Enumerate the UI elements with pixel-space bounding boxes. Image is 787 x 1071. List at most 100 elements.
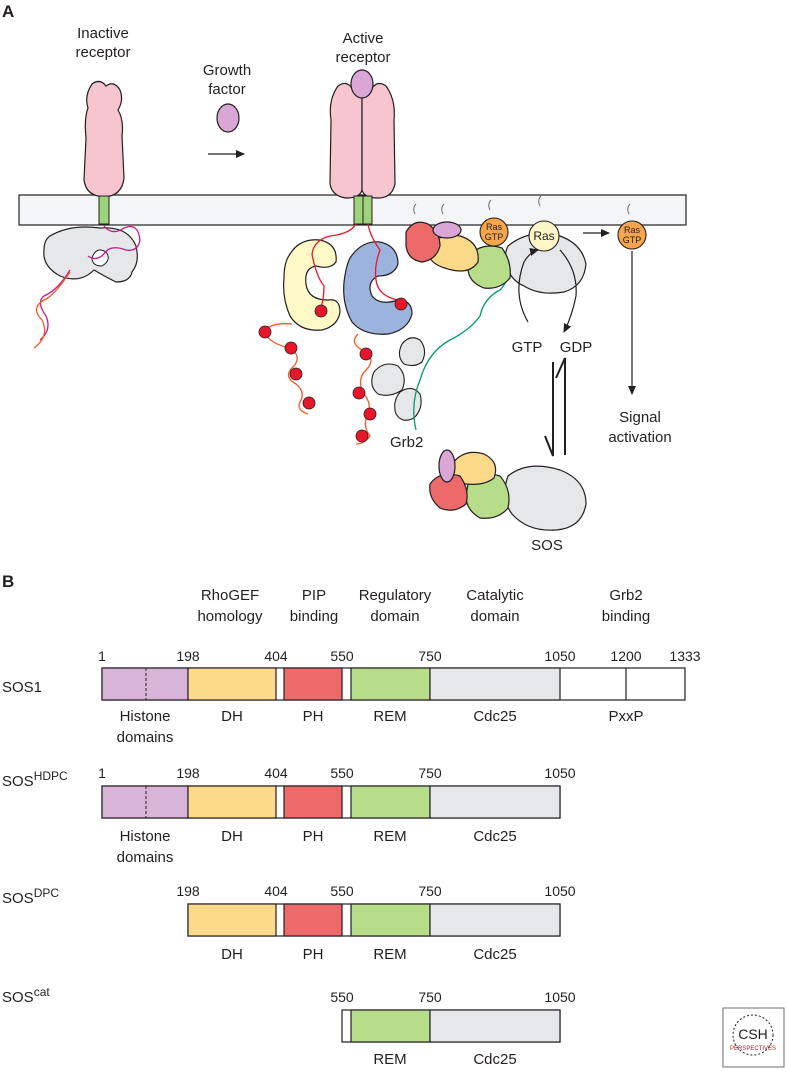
phospho-site	[302, 396, 316, 410]
sos-hdpc-rem-domain	[350, 785, 431, 819]
sos-dpc-ph-domain	[283, 903, 343, 937]
active-receptor-label-1: Active	[343, 30, 384, 47]
header-rhogef-1: RhoGEF	[201, 587, 259, 604]
sos-dpc-ph-label: PH	[303, 946, 324, 963]
sos-dpc-dh-label: DH	[221, 946, 243, 963]
inactive-receptor-transmembrane	[98, 195, 110, 225]
sos1-ph-label: PH	[303, 708, 324, 725]
sos1-ph-domain	[283, 667, 343, 701]
phospho-site	[284, 341, 298, 355]
sos-dpc-pos-198: 198	[176, 883, 200, 899]
sos-dpc-dh-domain	[187, 903, 277, 937]
sos-hdpc-pos-404: 404	[264, 765, 288, 781]
bound-growth-factor	[350, 69, 374, 99]
sos-hdpc-pos-550: 550	[330, 765, 354, 781]
csh-perspectives-logo: CSH PERSPECTIVES	[722, 1007, 785, 1068]
header-grb2-2: binding	[602, 608, 650, 625]
cytosolic-sos-cdc25	[504, 465, 587, 531]
sos-dpc-rem-label: REM	[373, 946, 406, 963]
sos1-pos-1: 1	[98, 648, 106, 664]
panel-b-label: B	[2, 572, 14, 591]
inactive-receptor-label-1: Inactive	[77, 25, 129, 42]
sos-cat-name: SOScat	[2, 985, 50, 1006]
header-grb2-1: Grb2	[609, 587, 642, 604]
signal-activation-label-2: activation	[608, 429, 671, 446]
sos-dpc-name: SOSDPC	[2, 886, 59, 907]
active-tm-right	[362, 195, 373, 225]
sos-dpc-pos-750: 750	[418, 883, 442, 899]
sos1-histone-domain	[101, 667, 189, 701]
sos1-rem-domain	[350, 667, 431, 701]
sos-hdpc-histone-label-1: Histone	[120, 828, 171, 845]
kinase-tail-right	[367, 223, 399, 301]
grb2-sh2	[371, 363, 405, 396]
growth-factor-label-2: factor	[208, 81, 246, 98]
sos-hdpc-name: SOSHDPC	[2, 769, 68, 790]
ras-gtp-allosteric	[479, 217, 509, 247]
sos-cat-pos-550: 550	[330, 989, 354, 1005]
sos-cat-rem-domain	[350, 1009, 431, 1043]
sos-hdpc-histone-label-2: domains	[117, 849, 174, 866]
panel-a-label: A	[2, 2, 14, 21]
inactive-tail	[39, 225, 141, 341]
growth-factor-ligand	[216, 103, 240, 133]
header-pip-1: PIP	[302, 587, 326, 604]
sos1-histone-label-2: domains	[117, 729, 174, 746]
active-tm-left	[353, 195, 364, 225]
phospho-site	[258, 325, 272, 339]
sos-hdpc-ph-label: PH	[303, 828, 324, 845]
sos1-pos-1333: 1333	[669, 648, 700, 664]
logo-word: PERSPECTIVES	[730, 1046, 776, 1052]
sos1-dh-domain	[187, 667, 277, 701]
active-receptor-left	[329, 82, 363, 199]
gtp-label: GTP	[512, 339, 543, 356]
active-receptor-right	[361, 82, 396, 199]
header-rhogef-2: homology	[197, 608, 263, 625]
sos1-pos-404: 404	[264, 648, 288, 664]
sos-tail-green	[413, 275, 509, 431]
phospho-site	[394, 297, 408, 311]
phospho-site	[289, 367, 303, 381]
phospho-tail-left	[263, 323, 309, 415]
grb2-label: Grb2	[390, 434, 423, 451]
lipid-anchor	[413, 195, 631, 215]
sos-hdpc-histone-domain	[101, 785, 189, 819]
ras-gtp-released-label-2: GTP	[623, 235, 642, 245]
header-regulatory-1: Regulatory	[359, 587, 432, 604]
sos1-cdc25-label: Cdc25	[473, 708, 516, 725]
sos1-name: SOS1	[2, 679, 42, 696]
grb2-sh3-bottom	[394, 387, 422, 421]
ras-catalytic-label: Ras	[533, 229, 554, 243]
ras-gtp-allosteric-label-1: Ras	[486, 222, 503, 232]
header-regulatory-2: domain	[370, 608, 419, 625]
sos1-pxxp-label: PxxP	[608, 708, 643, 725]
sos1-cdc25-domain	[429, 667, 561, 701]
logo-letters: CSH	[738, 1026, 768, 1042]
sos1-pos-1200: 1200	[610, 648, 641, 664]
sos-cat-pos-1050: 1050	[544, 989, 575, 1005]
gdp-label: GDP	[560, 339, 593, 356]
header-catalytic-2: domain	[470, 608, 519, 625]
sos1-histone-label-1: Histone	[120, 708, 171, 725]
inactive-receptor-label-2: receptor	[75, 44, 130, 61]
sos-hdpc-pos-1050: 1050	[544, 765, 575, 781]
sos-hdpc-pos-750: 750	[418, 765, 442, 781]
sos1-dh-label: DH	[221, 708, 243, 725]
sos-hdpc-pos-1: 1	[98, 765, 106, 781]
sos-cat-cdc25-domain	[429, 1009, 561, 1043]
inactive-kinase	[43, 226, 138, 283]
ras-catalytic	[528, 220, 560, 252]
equilibrium-arrow-down	[544, 362, 554, 457]
sos-cat-pos-750: 750	[418, 989, 442, 1005]
phospho-site	[363, 407, 377, 421]
sos1-pos-198: 198	[176, 648, 200, 664]
phospho-site	[355, 429, 369, 443]
sos-dpc-pos-550: 550	[330, 883, 354, 899]
sos-hdpc-pos-198: 198	[176, 765, 200, 781]
cell-membrane	[18, 194, 687, 226]
sos-cat-cdc25-label: Cdc25	[473, 1051, 516, 1068]
sos-cat-rem-label: REM	[373, 1051, 406, 1068]
gtp-in-arrow	[518, 248, 539, 323]
sos-hdpc-dh-domain	[187, 785, 277, 819]
kinase-tail-left	[311, 223, 357, 311]
